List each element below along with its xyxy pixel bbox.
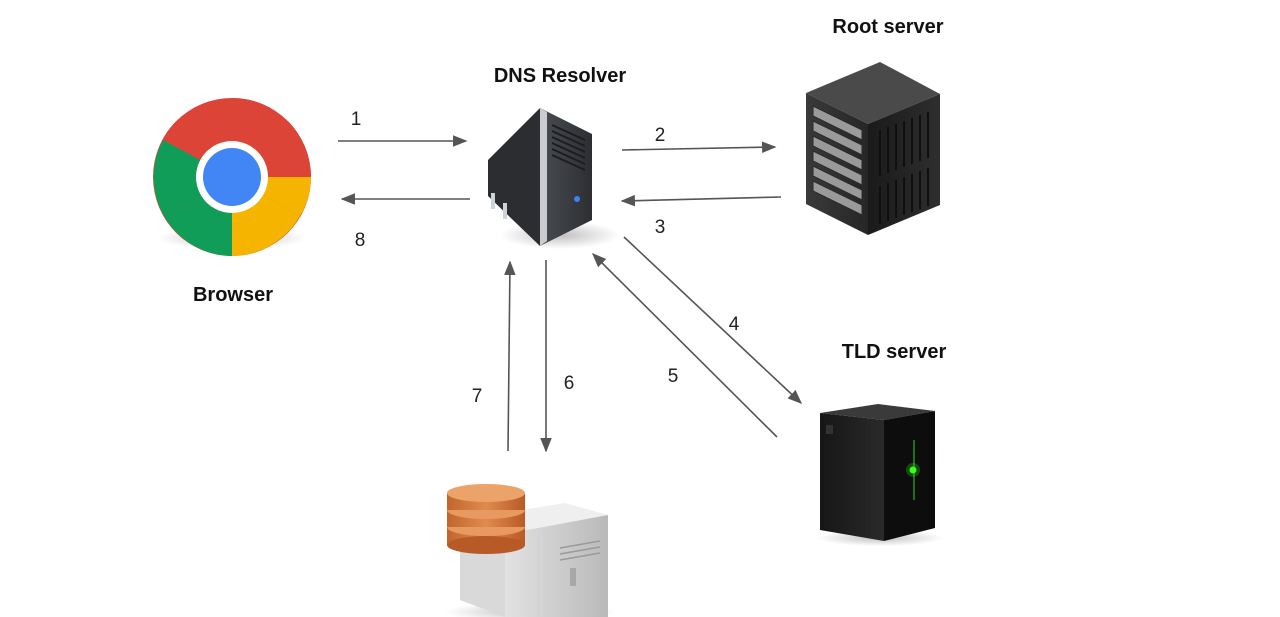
browser-label: Browser: [193, 284, 273, 306]
tld-label: TLD server: [842, 341, 947, 363]
tld-node: TLD server: [816, 341, 946, 546]
arrows: [338, 135, 803, 453]
browser-node: Browser: [153, 98, 311, 306]
database-server-icon: [444, 484, 616, 617]
step-label-1: 1: [351, 109, 362, 130]
arrow-step-5: [591, 252, 778, 438]
tower-server-icon: [816, 404, 944, 546]
step-label-5: 5: [668, 366, 679, 387]
arrow-step-7: [504, 260, 516, 452]
rack-server-icon: [806, 62, 940, 235]
resolver-node: DNS Resolver: [488, 65, 626, 249]
resolver-server-icon: [488, 108, 620, 249]
step-label-2: 2: [655, 125, 666, 146]
resolver-label: DNS Resolver: [494, 65, 626, 87]
root-node: Root server: [806, 16, 944, 235]
step-label-6: 6: [564, 373, 575, 394]
arrow-step-4: [623, 236, 803, 404]
step-labels: 1 2 3 4 5 6 7 8: [351, 109, 740, 407]
arrow-step-3: [620, 194, 782, 207]
authoritative-node: [444, 484, 616, 617]
step-label-3: 3: [655, 217, 666, 238]
root-label: Root server: [832, 16, 943, 38]
chrome-browser-icon: [153, 98, 311, 256]
step-label-4: 4: [729, 314, 740, 335]
step-label-7: 7: [472, 386, 483, 407]
arrow-step-2: [621, 141, 777, 154]
step-label-8: 8: [355, 230, 366, 251]
